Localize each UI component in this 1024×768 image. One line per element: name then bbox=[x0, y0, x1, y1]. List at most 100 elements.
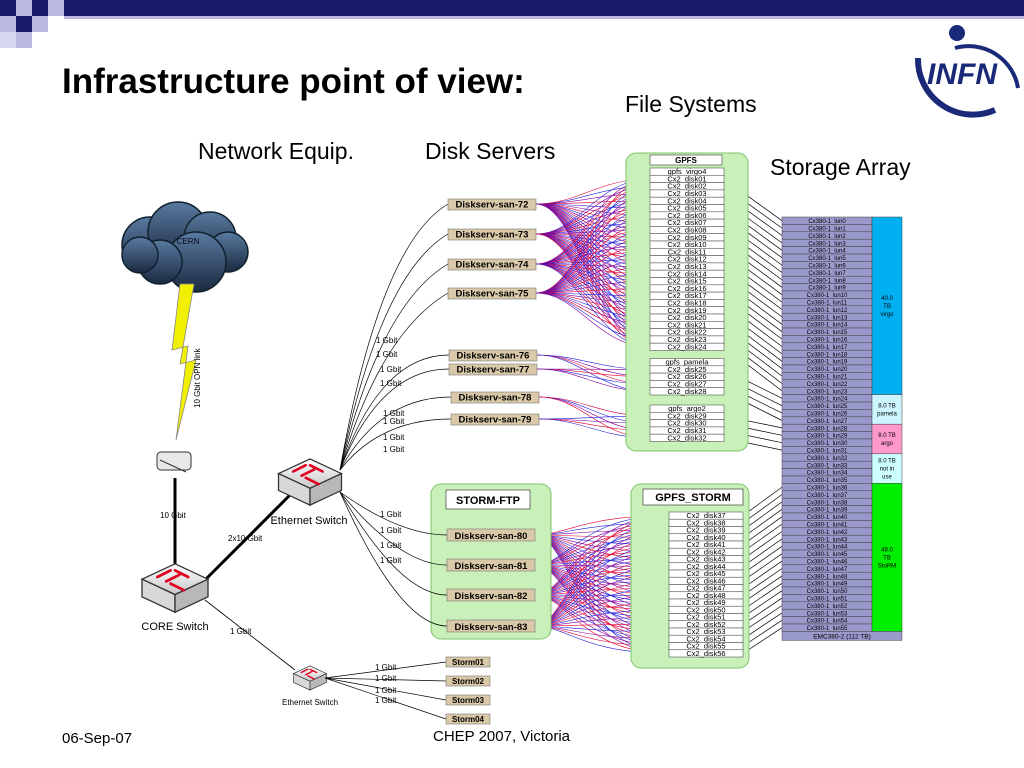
storm-disk-label: Cx2_disk43 bbox=[686, 555, 725, 564]
lun-label: Cx380-1_lun48 bbox=[807, 574, 848, 580]
storm-disk-label: Cx2_disk38 bbox=[686, 518, 725, 527]
storm-node-link-label: 1 Gbit bbox=[375, 674, 397, 683]
gpfs-disk-label: Cx2_disk24 bbox=[667, 342, 706, 351]
storm-node-box bbox=[445, 675, 491, 687]
storm-link-label: 1 Gbit bbox=[380, 556, 402, 565]
gpfs-disk-label: Cx2_disk21 bbox=[667, 320, 706, 329]
storm-node-box bbox=[445, 713, 491, 725]
lun-label: Cx380-1_lun52 bbox=[807, 604, 848, 610]
storm-server-label: Diskserv-san-83 bbox=[455, 622, 528, 633]
lun-label: Cx380-1_lun0 bbox=[808, 219, 846, 225]
ethernet-switch-small-label: Ethernet Switch bbox=[282, 698, 338, 707]
switch-arrow bbox=[304, 670, 313, 676]
ethernet-switch-icon bbox=[277, 458, 343, 507]
logo-arc-icon bbox=[914, 57, 997, 118]
lun-label: Cx380-1_lun28 bbox=[807, 426, 848, 432]
switch-arrow bbox=[300, 668, 309, 674]
lun-label: Cx380-1_lun47 bbox=[807, 567, 848, 573]
server-uplink-line bbox=[339, 292, 449, 471]
small-switch-link-line bbox=[204, 599, 296, 671]
server-uplink-line bbox=[339, 203, 449, 471]
gpfs-disk-label: Cx2_disk16 bbox=[667, 284, 706, 293]
allocation-label: 8.0 TB bbox=[878, 403, 896, 409]
gpfs-storm-title: GPFS_STORM bbox=[655, 492, 731, 504]
lun-label: Cx380-1_lun15 bbox=[807, 330, 848, 336]
allocation-block bbox=[871, 216, 903, 395]
lun-label: Cx380-1_lun41 bbox=[807, 523, 848, 529]
storm-link-label: 1 Gbit bbox=[380, 510, 402, 519]
lun-label: Cx380-1_lun31 bbox=[807, 449, 848, 455]
gpfs-title: GPFS bbox=[675, 156, 697, 165]
lun-label: Cx380-1_lun4 bbox=[808, 249, 846, 255]
array-footer-box bbox=[781, 631, 903, 641]
switch-arrow bbox=[307, 675, 316, 680]
gpfs-group-name: gpfs_pamela bbox=[666, 358, 710, 367]
server-uplink-line bbox=[339, 368, 450, 471]
gpfs-group-name: gpfs_virgo4 bbox=[668, 167, 707, 176]
lun-label: Cx380-1_lun8 bbox=[808, 278, 846, 284]
lun-label: Cx380-1_lun7 bbox=[808, 271, 846, 277]
logo-dot-icon bbox=[949, 25, 965, 41]
storm-disk-label: Cx2_disk41 bbox=[686, 540, 725, 549]
gpfs-disk-label: Cx2_disk29 bbox=[667, 411, 706, 420]
opn-link-label: 10 Gbit OPN link bbox=[193, 347, 202, 408]
storm-node-label: Storm03 bbox=[452, 696, 485, 705]
server-link-label: 1 Gbit bbox=[383, 445, 405, 454]
lun-label: Cx380-1_lun13 bbox=[807, 315, 848, 321]
gpfs-disk-label: Cx2_disk02 bbox=[667, 182, 706, 191]
gpfs-disk-label: Cx2_disk09 bbox=[667, 233, 706, 242]
switch-arrow bbox=[173, 569, 190, 579]
gpfs-disk-label: Cx2_disk11 bbox=[668, 247, 707, 256]
disk-server-label: Diskserv-san-77 bbox=[457, 365, 530, 376]
allocation-label: 40.0 bbox=[881, 296, 893, 302]
storm-server-box bbox=[446, 558, 536, 572]
lun-label: Cx380-1_lun42 bbox=[807, 530, 848, 536]
storm-node-box bbox=[445, 656, 491, 668]
allocation-label: 8.0 TB bbox=[878, 433, 896, 439]
allocation-block bbox=[871, 483, 903, 632]
lun-label: Cx380-1_lun19 bbox=[807, 360, 848, 366]
core-switch-label: CORE Switch bbox=[141, 621, 208, 633]
switch-arrow bbox=[309, 668, 318, 674]
switch-arrow bbox=[169, 582, 186, 592]
server-uplink-line bbox=[339, 418, 452, 471]
storm-node-link-line bbox=[324, 677, 447, 720]
switch-side-right bbox=[309, 472, 343, 507]
storm-uplink-line bbox=[339, 491, 448, 566]
disk-server-label: Diskserv-san-79 bbox=[459, 415, 532, 426]
lun-label: Cx380-1_lun22 bbox=[807, 382, 848, 388]
lun-label: Cx380-1_lun50 bbox=[807, 589, 848, 595]
storm-disk-label: Cx2_disk50 bbox=[686, 605, 725, 614]
allocation-block bbox=[871, 423, 903, 455]
server-uplink-line bbox=[339, 233, 449, 471]
lun-label: Cx380-1_lun10 bbox=[807, 293, 848, 299]
lun-label: Cx380-1_lun54 bbox=[807, 619, 848, 625]
switch-arrow bbox=[291, 463, 308, 473]
gpfs-disk-label: Cx2_disk22 bbox=[667, 328, 706, 337]
storm-disk-label: Cx2_disk39 bbox=[686, 526, 725, 535]
storm-node-link-line bbox=[324, 677, 447, 682]
gpfs-disk-label: Cx2_disk04 bbox=[667, 196, 706, 205]
allocation-label: virgo bbox=[880, 312, 894, 318]
allocation-label: 8.0 TB bbox=[878, 459, 896, 465]
storm-server-box bbox=[446, 528, 536, 542]
gpfs-disk-label: Cx2_disk28 bbox=[667, 387, 706, 396]
disk-server-label: Diskserv-san-72 bbox=[456, 200, 529, 211]
router-icon bbox=[156, 451, 192, 473]
allocation-label: TB bbox=[883, 304, 891, 310]
server-uplink-line bbox=[339, 396, 452, 471]
storm-server-box bbox=[446, 588, 536, 602]
gpfs-disk-label: Cx2_disk03 bbox=[667, 189, 706, 198]
storm-disk-label: Cx2_disk49 bbox=[686, 598, 725, 607]
opn-link-bolt-icon bbox=[171, 283, 197, 441]
lun-label: Cx380-1_lun37 bbox=[807, 493, 848, 499]
storm-disk-label: Cx2_disk48 bbox=[686, 591, 725, 600]
storm-disk-label: Cx2_disk56 bbox=[686, 649, 725, 658]
lun-label: Cx380-1_lun32 bbox=[807, 456, 848, 462]
storm-node-link-label: 1 Gbit bbox=[375, 663, 397, 672]
lun-label: Cx380-1_lun9 bbox=[808, 286, 846, 292]
lun-label: Cx380-1_lun6 bbox=[808, 264, 846, 270]
storm-disk-label: Cx2_disk40 bbox=[686, 533, 725, 542]
storm-ftp-title: STORM-FTP bbox=[456, 495, 520, 507]
storm-ftp-title-box bbox=[445, 489, 531, 510]
